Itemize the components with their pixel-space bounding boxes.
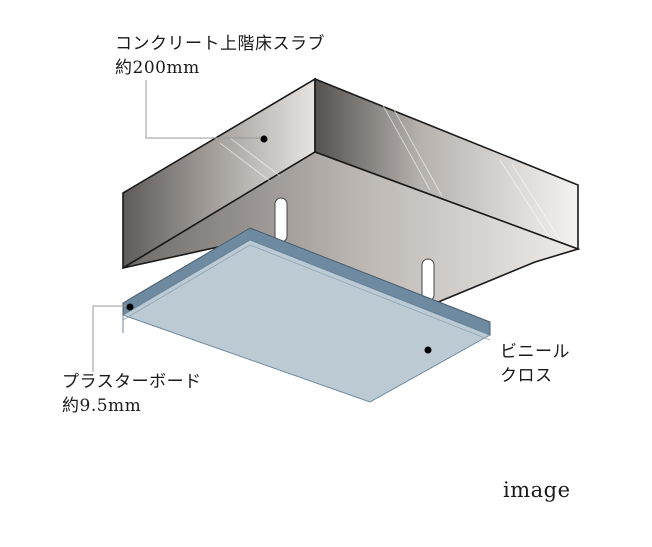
board-marker-dot — [126, 303, 134, 311]
cloth-label-line2: クロス — [500, 366, 553, 386]
board-label: プラスターボード 約9.5mm — [62, 370, 202, 418]
leader-lines — [92, 80, 264, 372]
hanger-bolt-left — [274, 197, 288, 243]
board-leader-line — [92, 305, 129, 372]
cloth-label-line1: ビニール — [500, 342, 570, 362]
slab-label: コンクリート上階床スラブ 約200mm — [115, 32, 325, 80]
hanger-bolt-right — [421, 258, 435, 302]
board-cloth-line — [122, 244, 491, 341]
slab-reflection-lines — [219, 99, 561, 241]
slab-leader-line — [145, 80, 264, 139]
board-face — [121, 239, 492, 403]
cloth-label: ビニール クロス — [500, 340, 570, 388]
board-label-thickness: 約9.5mm — [62, 396, 142, 416]
image-caption: image — [503, 478, 571, 502]
cloth-marker-dot — [424, 346, 432, 354]
slab-marker-dot — [260, 135, 268, 143]
plaster-board — [121, 227, 492, 403]
slab-label-name: コンクリート上階床スラブ — [115, 34, 325, 54]
slab-label-thickness: 約200mm — [115, 58, 200, 78]
board-label-name: プラスターボード — [62, 372, 202, 392]
concrete-slab — [122, 77, 581, 306]
